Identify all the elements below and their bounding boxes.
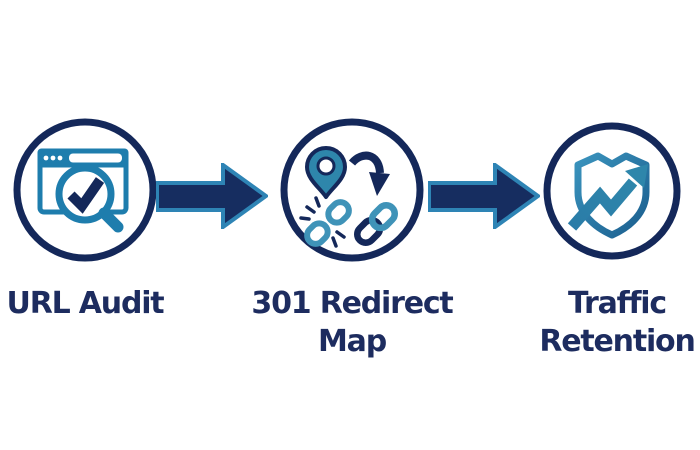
- arrow-right-icon: [156, 163, 268, 229]
- magnifier-check-icon: [55, 164, 124, 233]
- step-label-line: Traffic: [568, 286, 667, 321]
- step-label-redirect-map: 301 Redirect Map: [247, 285, 457, 361]
- step-label-line: 301 Redirect: [251, 286, 453, 321]
- step-circle-redirect-map: [280, 118, 424, 262]
- step-circle-url-audit: [13, 118, 157, 262]
- chain-link-icon: [353, 201, 399, 247]
- step-label-traffic-retention: Traffic Retention: [532, 285, 700, 361]
- browser-url-search-icon: [13, 118, 157, 262]
- location-pin-icon: [305, 146, 347, 199]
- step-label-line: Map: [318, 324, 387, 359]
- step-circle-traffic-retention: [543, 122, 681, 260]
- growth-arrow-icon: [567, 164, 648, 231]
- curved-redirect-arrow-icon: [348, 151, 390, 196]
- location-pin-redirect-links-icon: [280, 118, 424, 262]
- arrow-right-icon: [428, 163, 540, 229]
- shield-icon: [574, 152, 650, 239]
- shield-growth-arrow-icon: [543, 122, 681, 260]
- step-label-line: Retention: [539, 324, 695, 359]
- step-label-url-audit: URL Audit: [0, 285, 180, 323]
- broken-link-icon: [299, 196, 352, 248]
- step-label-line: URL Audit: [6, 286, 165, 321]
